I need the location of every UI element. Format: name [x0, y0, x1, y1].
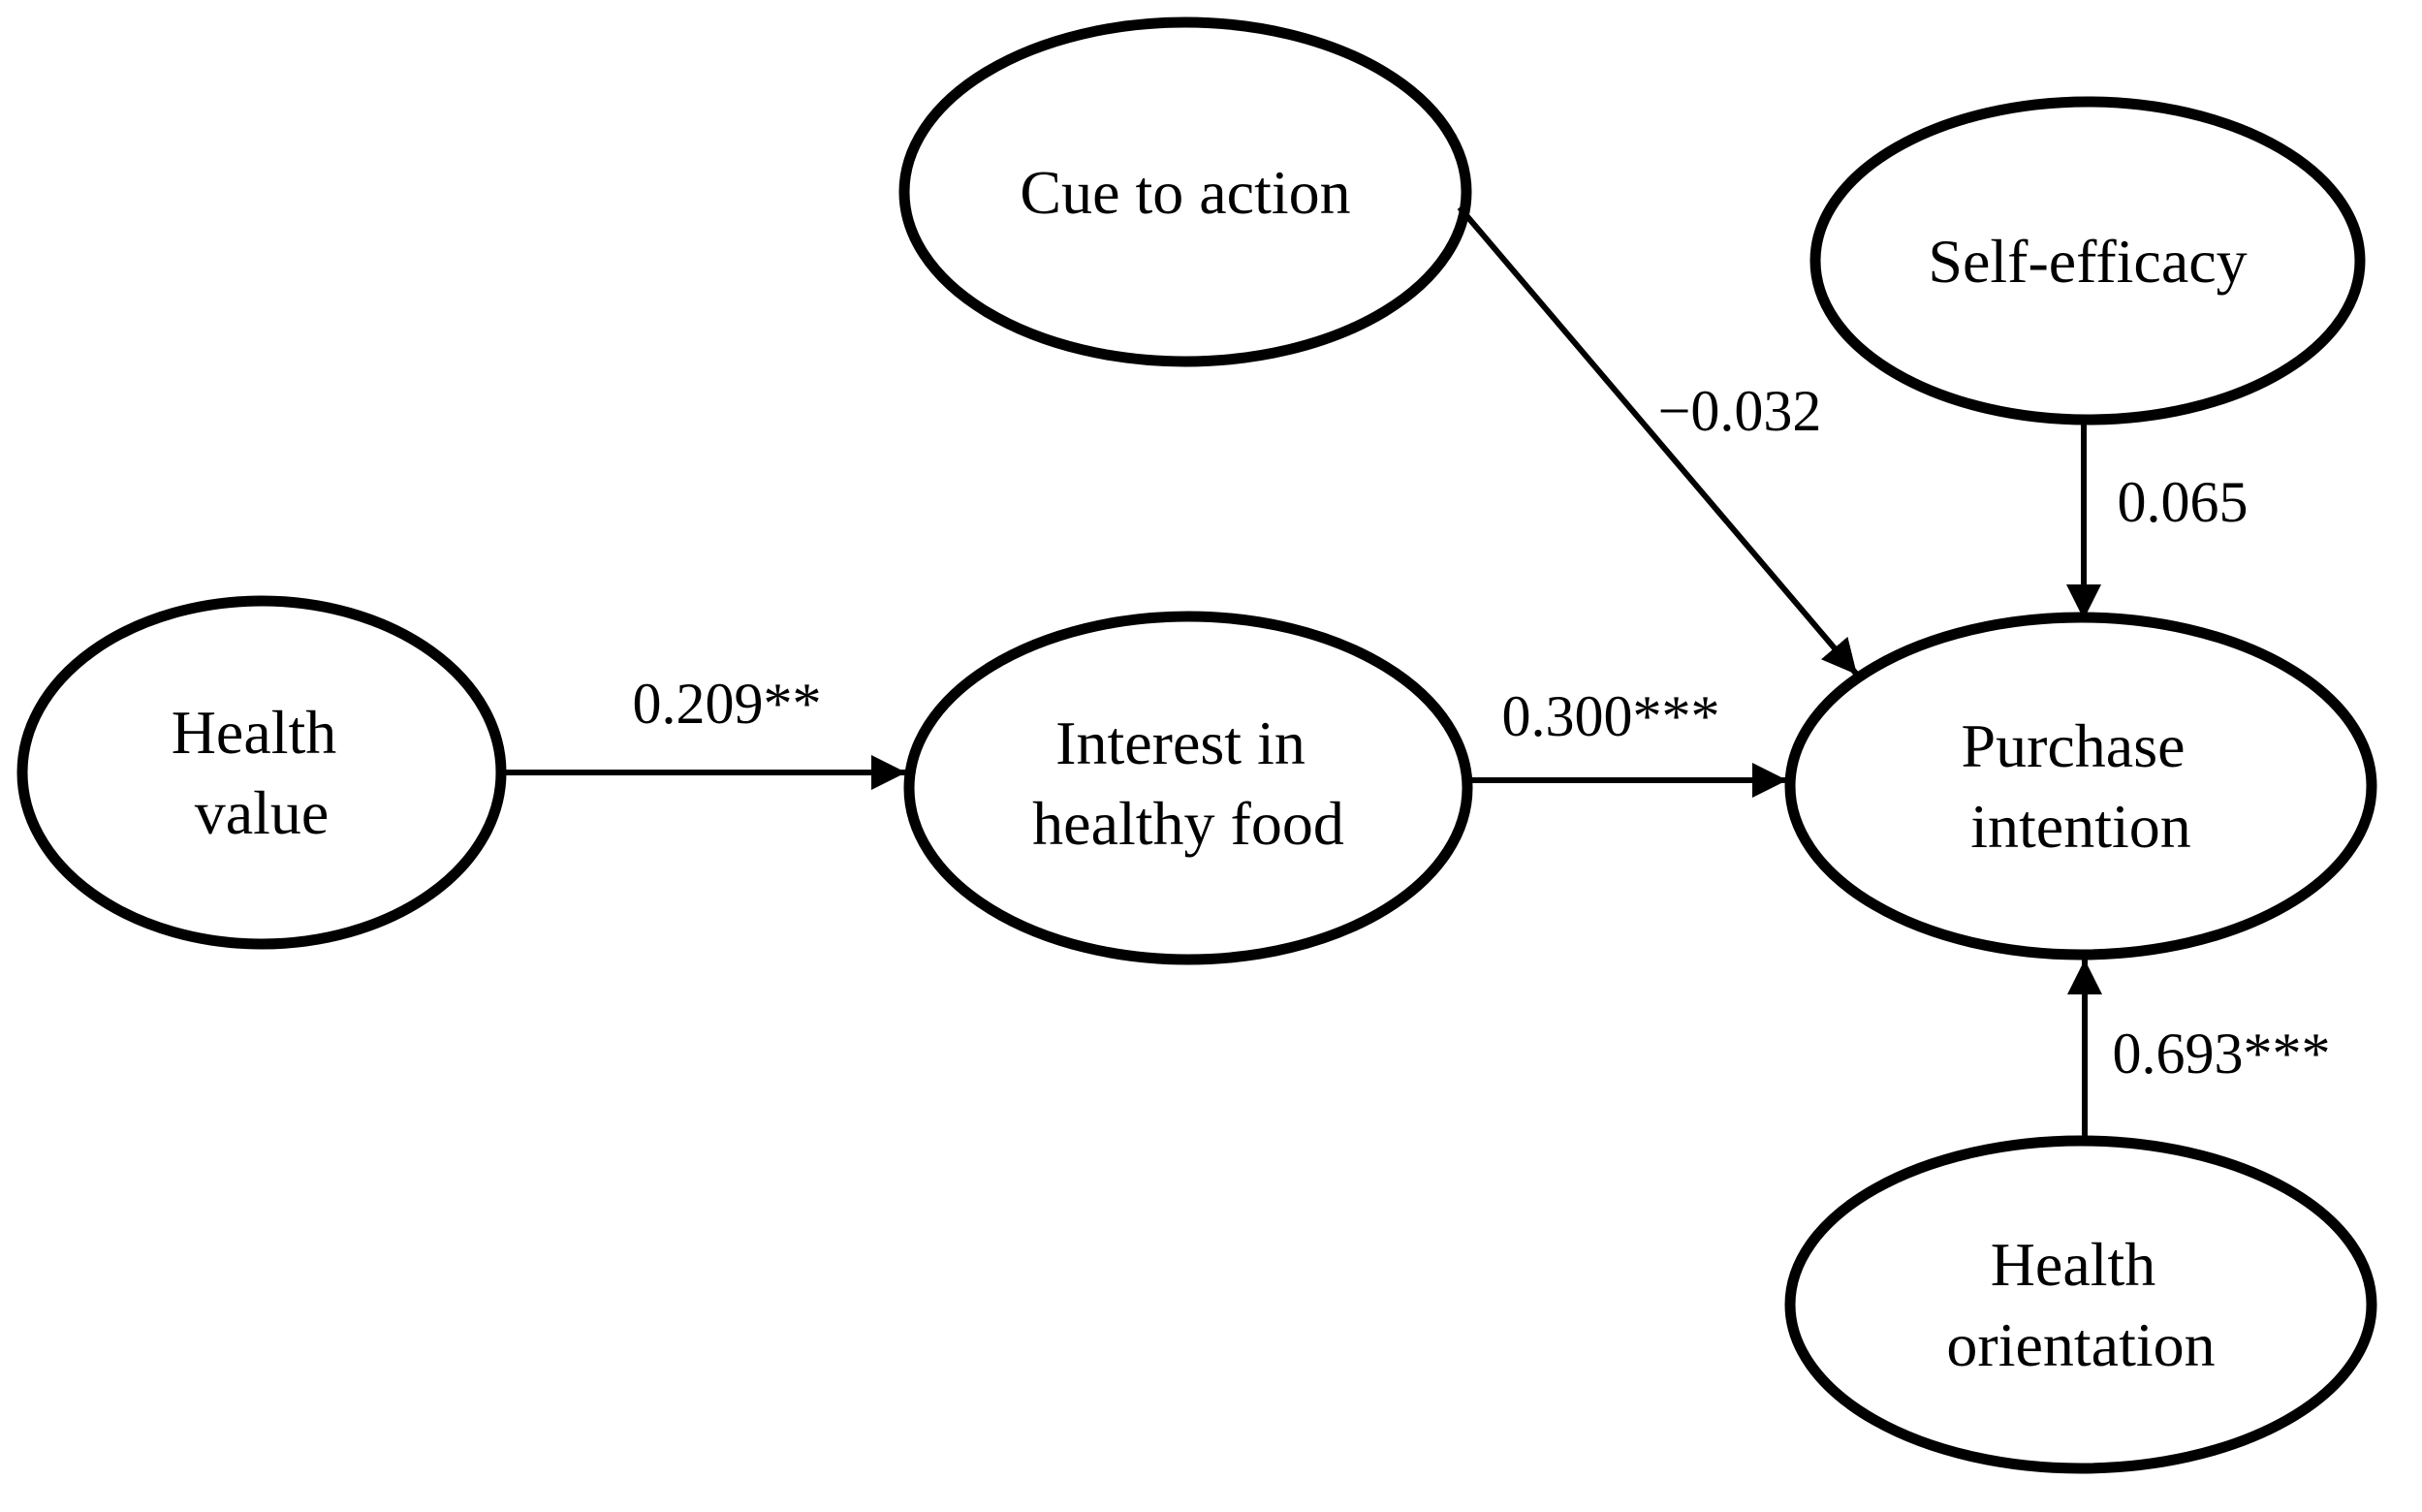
edge-interest-to-purchase: 0.300***	[1467, 684, 1787, 798]
edge-line	[1457, 205, 1860, 677]
node-ellipse	[903, 611, 1473, 965]
node-label: Interest in healthy food	[1032, 709, 1344, 858]
edge-self-efficacy-to-purchase: 0.065	[2066, 420, 2249, 619]
node-self-efficacy: Self-efficacy	[1809, 96, 2366, 425]
edge-health-value-to-interest: 0.209**	[503, 672, 906, 790]
edge-cue-to-action-to-purchase: −0.032	[1457, 205, 1860, 677]
node-ellipse	[1784, 612, 2377, 961]
node-ellipse	[1809, 96, 2366, 425]
node-label: Health orientation	[1946, 1230, 2215, 1379]
edge-coefficient-label: −0.032	[1658, 379, 1822, 443]
node-ellipse	[1784, 1135, 2377, 1474]
node-ellipse	[16, 595, 507, 950]
edge-coefficient-label: 0.065	[2118, 470, 2249, 534]
edge-health-orientation-to-purchase: 0.693***	[2067, 960, 2331, 1140]
node-health-orientation: Health orientation	[1784, 1135, 2377, 1474]
edge-coefficient-label: 0.300***	[1502, 684, 1720, 748]
node-cue-to-action: Cue to action	[898, 16, 1472, 367]
edge-coefficient-label: 0.209**	[633, 672, 822, 736]
node-purchase-intention: Purchase intention	[1784, 612, 2377, 961]
node-label: Self-efficacy	[1928, 227, 2247, 296]
node-health-value: Health value	[16, 595, 507, 950]
node-interest-healthy-food: Interest in healthy food	[903, 611, 1473, 965]
node-ellipse	[898, 16, 1472, 367]
node-label: Purchase intention	[1961, 711, 2200, 861]
edge-coefficient-label: 0.693***	[2113, 1022, 2331, 1086]
node-label: Cue to action	[1020, 158, 1350, 227]
node-label: Health value	[172, 698, 353, 847]
